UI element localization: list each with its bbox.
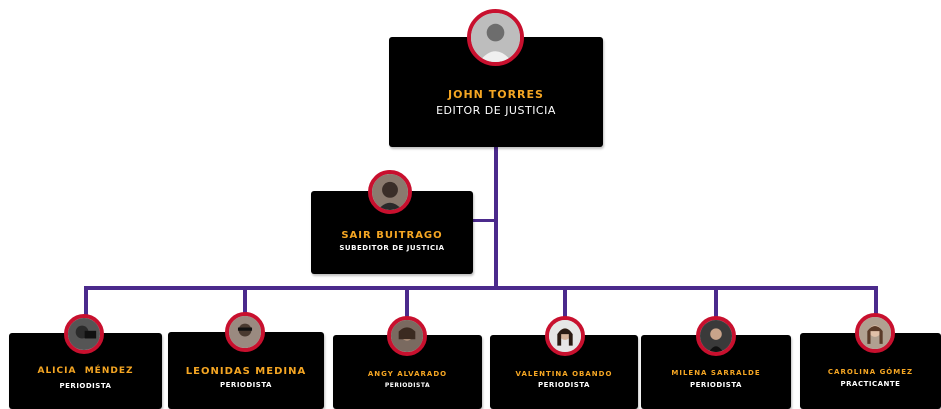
team-avatar-6 (855, 313, 895, 353)
deputy-name: SAIR BUITRAGO (341, 229, 443, 241)
deputy-avatar (368, 170, 412, 214)
team-role-6: PRACTICANTE (840, 380, 901, 388)
head-name: JOHN TORRES (448, 87, 544, 101)
team-name-3: ANGY ALVARADO (367, 369, 448, 378)
person-photo-icon (471, 13, 520, 62)
team-avatar-5 (696, 316, 736, 356)
head-role: EDITOR DE JUSTICIA (436, 103, 556, 117)
team-avatar-3 (387, 316, 427, 356)
team-role-2: PERIODISTA (220, 381, 272, 389)
connector-team-horizontal (84, 286, 878, 290)
connector-drop-2 (243, 286, 247, 316)
person-photo-icon (391, 320, 423, 352)
person-photo-icon (700, 320, 732, 352)
team-role-3: PERIODISTA (384, 381, 431, 389)
person-photo-icon (229, 316, 261, 348)
team-role-1: PERIODISTA (59, 382, 112, 390)
head-avatar (467, 9, 524, 66)
person-photo-icon (549, 320, 581, 352)
connector-head-vertical (494, 147, 498, 288)
connector-drop-4 (563, 286, 567, 318)
connector-drop-3 (405, 286, 409, 318)
team-role-5: PERIODISTA (690, 381, 742, 389)
team-role-4: PERIODISTA (538, 380, 590, 389)
team-avatar-1 (64, 314, 104, 354)
deputy-role: SUBEDITOR DE JUSTICIA (339, 243, 445, 252)
connector-drop-1 (84, 286, 88, 318)
connector-drop-6 (874, 286, 878, 316)
connector-drop-5 (714, 286, 718, 318)
team-name-2: LEONIDAS MEDINA (185, 366, 307, 377)
team-avatar-4 (545, 316, 585, 356)
team-name-5: MILENA SARRALDE (671, 369, 761, 377)
team-name-1: ALICIA MÉNDEZ (37, 366, 134, 376)
team-name-6: CAROLINA GÓMEZ (827, 368, 914, 376)
connector-deputy-branch (472, 219, 496, 222)
person-photo-icon (372, 174, 408, 210)
person-photo-icon (859, 317, 891, 349)
team-avatar-2 (225, 312, 265, 352)
person-photo-icon (68, 318, 100, 350)
team-name-4: VALENTINA OBANDO (515, 369, 613, 378)
